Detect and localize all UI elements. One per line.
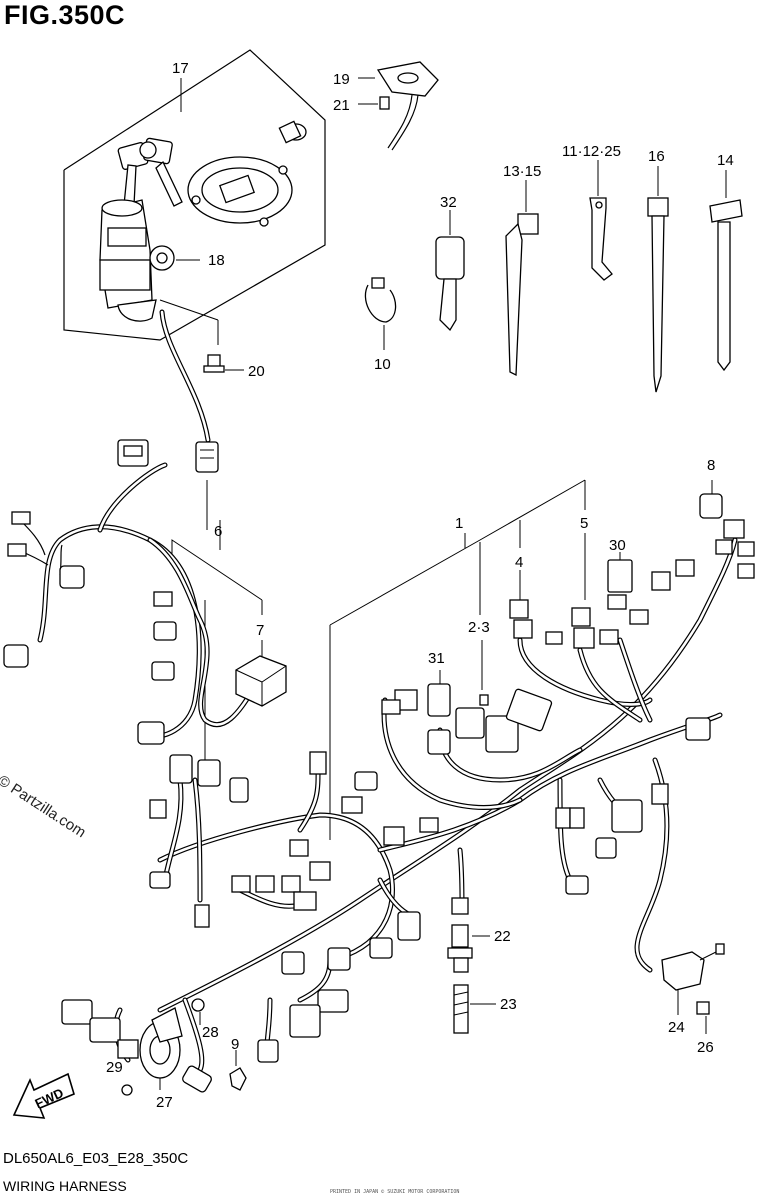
callout-1: 1 (455, 515, 463, 532)
ignition-lead-wire (159, 299, 219, 530)
callout-7: 7 (256, 622, 264, 639)
callout-13-15: 13·15 (503, 163, 541, 180)
callout-18: 18 (208, 252, 225, 269)
callout-32: 32 (440, 194, 457, 211)
callout-14: 14 (717, 152, 734, 169)
callout-16: 16 (648, 148, 665, 165)
fwd-arrow-icon: FWD (12, 1072, 75, 1119)
callout-29: 29 (106, 1059, 123, 1076)
part-19-grommet (358, 61, 439, 151)
callout-26: 26 (697, 1039, 714, 1056)
callout-11-12-25: 11·12·25 (562, 143, 621, 160)
callout-19: 19 (333, 71, 350, 88)
callout-10: 10 (374, 356, 391, 373)
callout-27: 27 (156, 1094, 173, 1111)
callout-2-3: 2·3 (468, 619, 490, 636)
clamp-10 (364, 277, 397, 350)
callout-8: 8 (707, 457, 715, 474)
ignition-switch-group (63, 49, 326, 341)
switch-24 (661, 943, 725, 1034)
callout-4: 4 (515, 554, 523, 571)
clip-9 (229, 1050, 247, 1091)
callout-labels: 17 19 21 18 20 32 10 13·15 11·12·25 16 1… (106, 60, 734, 1111)
tie-13-15 (505, 180, 539, 377)
callout-20: 20 (248, 363, 265, 380)
left-sub-harness (3, 439, 287, 745)
callout-21: 21 (333, 97, 350, 114)
callout-9: 9 (231, 1036, 239, 1053)
callout-17: 17 (172, 60, 189, 77)
bolt-20 (203, 354, 244, 373)
tie-16 (647, 166, 669, 393)
diagram-code: DL650AL6_E03_E28_350C (3, 1150, 189, 1167)
callout-22: 22 (494, 928, 511, 945)
callout-28: 28 (202, 1024, 219, 1041)
callout-23: 23 (500, 996, 517, 1013)
callout-24: 24 (668, 1019, 685, 1036)
callout-5: 5 (580, 515, 588, 532)
figure-title: FIG.350C (4, 0, 126, 30)
sensor-22-23 (447, 924, 496, 1034)
main-harness-connectors (61, 493, 755, 1093)
clamp-11-12-25 (589, 160, 613, 281)
key-32 (435, 210, 465, 332)
fine-print: PRINTED IN JAPAN © SUZUKI MOTOR CORPORAT… (330, 1189, 460, 1195)
callout-6: 6 (214, 523, 222, 540)
tie-14 (709, 170, 743, 372)
horn-27 (121, 998, 205, 1096)
callout-31: 31 (428, 650, 445, 667)
callout-30: 30 (609, 537, 626, 554)
diagram-caption: WIRING HARNESS (3, 1178, 127, 1194)
